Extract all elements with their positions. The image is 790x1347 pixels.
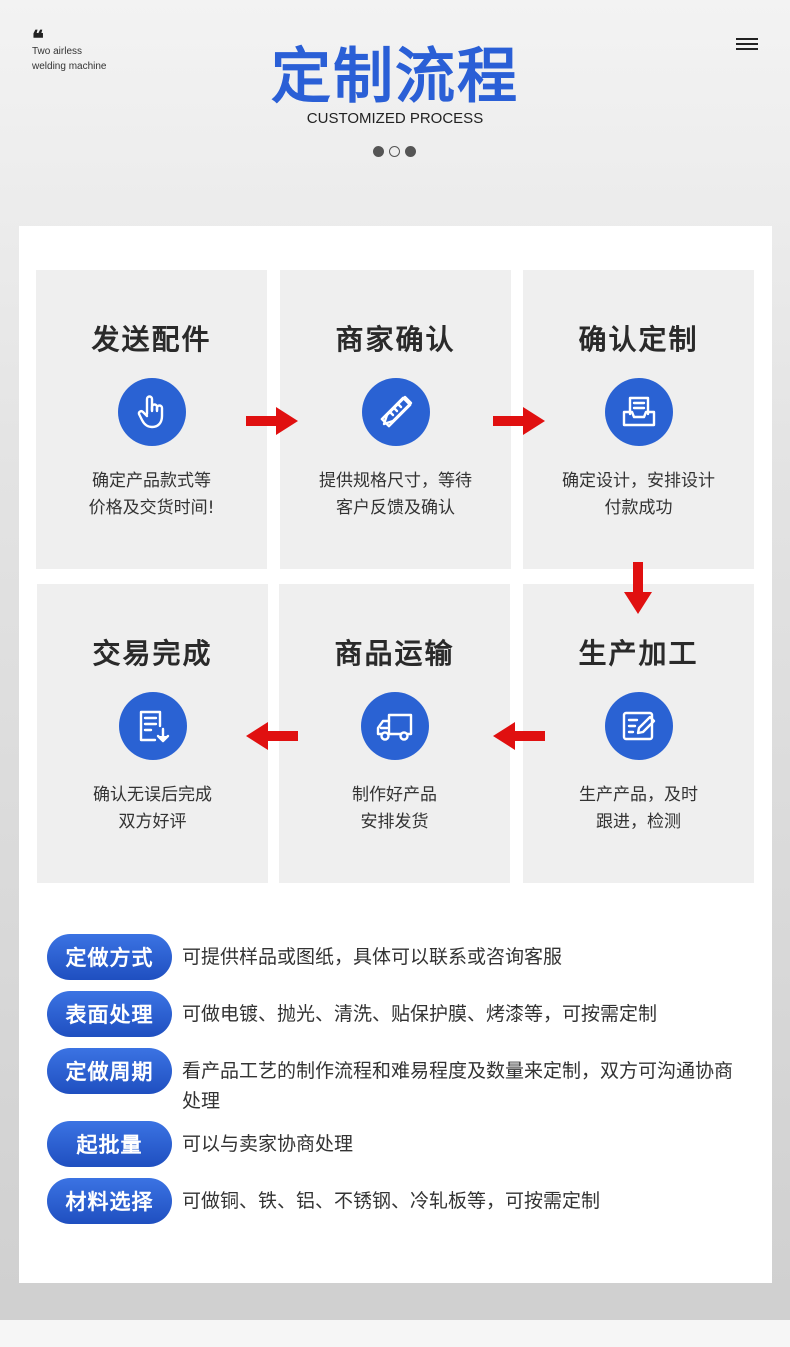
spec-text: 看产品工艺的制作流程和难易程度及数量来定制，双方可沟通协商处理 bbox=[182, 1060, 734, 1112]
arrow-left-icon bbox=[246, 722, 298, 750]
step-desc-line: 客户反馈及确认 bbox=[336, 498, 455, 518]
step-title: 交易完成 bbox=[92, 637, 213, 670]
step-card-confirm-custom: 确认定制 确定设计，安排设计 付款成功 bbox=[523, 270, 754, 569]
step-title: 发送配件 bbox=[91, 323, 212, 356]
brand-text-line1: Two airless bbox=[32, 46, 83, 57]
ruler-pencil-icon bbox=[361, 378, 430, 446]
step-title: 生产加工 bbox=[578, 637, 699, 670]
spec-text: 可做电镀、抛光、清洗、贴保护膜、烤漆等，可按需定制 bbox=[182, 1003, 658, 1025]
step-desc-line: 制作好产品 bbox=[352, 785, 437, 805]
spec-row-surface-treatment: 表面处理 可做电镀、抛光、清洗、贴保护膜、烤漆等，可按需定制 bbox=[47, 991, 742, 1037]
hamburger-menu-icon[interactable] bbox=[736, 38, 758, 52]
step-desc-line: 跟进，检测 bbox=[596, 812, 681, 832]
step-card-shipping: 商品运输 制作好产品 安排发货 bbox=[279, 584, 510, 883]
spec-label: 材料选择 bbox=[47, 1178, 172, 1224]
carousel-dot[interactable] bbox=[405, 146, 416, 157]
step-desc-line: 安排发货 bbox=[360, 812, 429, 832]
step-card-merchant-confirm: 商家确认 提供规格尺寸，等待 客户反馈及确认 bbox=[280, 270, 511, 569]
process-panel: 发送配件 确定产品款式等 价格及交货时间! 商家确认 提供规格尺寸 bbox=[19, 226, 772, 1283]
step-desc-line: 提供规格尺寸，等待 bbox=[319, 471, 472, 491]
step-title: 商家确认 bbox=[335, 323, 456, 356]
arrow-left-icon bbox=[493, 722, 545, 750]
document-tray-icon bbox=[604, 378, 673, 446]
step-desc-line: 生产产品，及时 bbox=[579, 785, 698, 805]
edit-form-icon bbox=[604, 692, 673, 760]
spec-text: 可做铜、铁、铝、不锈钢、冷轧板等，可按需定制 bbox=[182, 1190, 601, 1212]
page-subtitle: CUSTOMIZED PROCESS bbox=[306, 110, 484, 127]
spec-label: 起批量 bbox=[47, 1121, 172, 1167]
delivery-truck-icon bbox=[360, 692, 429, 760]
spec-row-custom-method: 定做方式 可提供样品或图纸，具体可以联系或咨询客服 bbox=[47, 934, 742, 980]
spec-row-custom-cycle: 定做周期 看产品工艺的制作流程和难易程度及数量来定制，双方可沟通协商处理 bbox=[47, 1048, 742, 1116]
step-desc-line: 确定设计，安排设计 bbox=[562, 471, 715, 491]
carousel-dot[interactable] bbox=[389, 146, 400, 157]
step-card-send-parts: 发送配件 确定产品款式等 价格及交货时间! bbox=[36, 270, 267, 569]
step-desc-line: 双方好评 bbox=[118, 812, 187, 832]
footer-strip bbox=[0, 1320, 790, 1347]
step-desc-line: 确认无误后完成 bbox=[93, 785, 212, 805]
step-desc-line: 确定产品款式等 bbox=[92, 471, 211, 491]
hand-pointer-icon bbox=[117, 378, 186, 446]
page-title: 定制流程 bbox=[271, 42, 519, 112]
spec-label: 定做方式 bbox=[47, 934, 172, 980]
spec-label: 定做周期 bbox=[47, 1048, 172, 1094]
step-desc-line: 价格及交货时间! bbox=[88, 498, 215, 518]
spec-label: 表面处理 bbox=[47, 991, 172, 1037]
step-title: 商品运输 bbox=[334, 637, 455, 670]
arrow-right-icon bbox=[493, 407, 545, 435]
arrow-right-icon bbox=[246, 407, 298, 435]
step-title: 确认定制 bbox=[578, 323, 699, 356]
step-card-transaction-complete: 交易完成 确认无误后完成 双方好评 bbox=[37, 584, 268, 883]
spec-text: 可以与卖家协商处理 bbox=[182, 1133, 354, 1155]
step-desc-line: 付款成功 bbox=[604, 498, 673, 518]
page-header: ❝ Two airless welding machine 定制流程 CUSTO… bbox=[0, 0, 790, 226]
spec-text: 可提供样品或图纸，具体可以联系或咨询客服 bbox=[182, 946, 563, 968]
arrow-down-icon bbox=[624, 562, 652, 614]
carousel-dots bbox=[373, 146, 416, 157]
carousel-dot[interactable] bbox=[373, 146, 384, 157]
quote-mark-icon: ❝ bbox=[32, 26, 44, 51]
document-download-icon bbox=[118, 692, 187, 760]
spec-row-material: 材料选择 可做铜、铁、铝、不锈钢、冷轧板等，可按需定制 bbox=[47, 1178, 742, 1224]
spec-row-minimum-order: 起批量 可以与卖家协商处理 bbox=[47, 1121, 742, 1167]
step-card-production: 生产加工 生产产品，及时 跟进，检测 bbox=[523, 584, 754, 883]
brand-text-line2: welding machine bbox=[32, 61, 107, 72]
